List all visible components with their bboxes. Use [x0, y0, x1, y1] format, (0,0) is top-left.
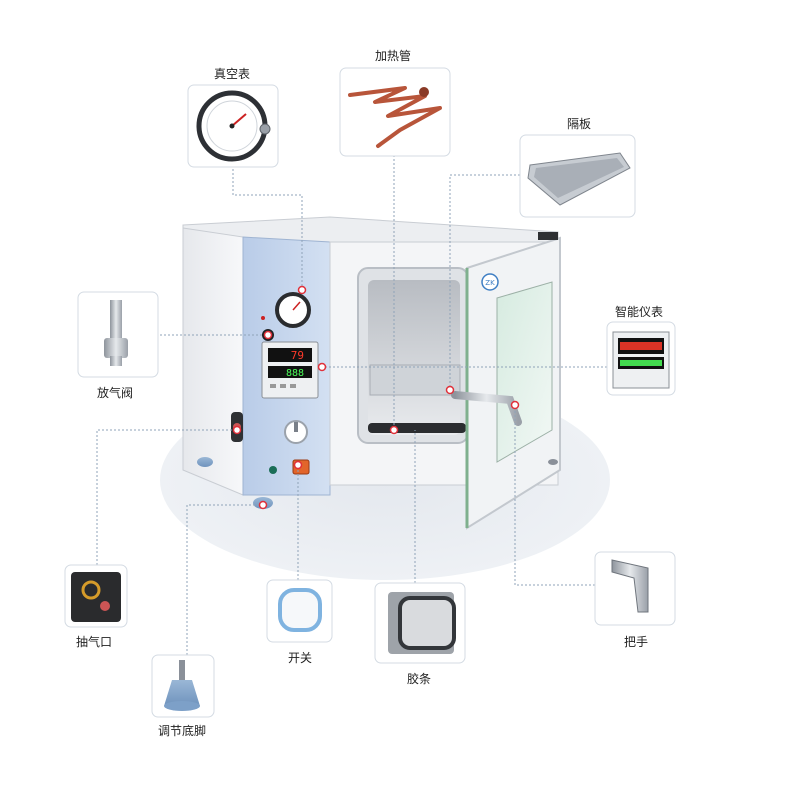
heating-tube-icon: [348, 86, 442, 148]
brand-logo: [481, 273, 499, 291]
label-suction-port: 抽气口: [76, 635, 113, 649]
label-shelf: 隔板: [567, 117, 592, 131]
door-glass: [496, 281, 553, 463]
label-gasket: 胶条: [407, 672, 432, 686]
callout-suction-port: [64, 564, 128, 628]
label-vent-valve: 放气阀: [97, 386, 134, 400]
door-handle[interactable]: [451, 391, 522, 426]
label-smart-meter: 智能仪表: [615, 305, 664, 319]
callout-vent-valve: [77, 291, 159, 378]
label-handle: 把手: [624, 635, 649, 649]
label-switch: 开关: [288, 651, 313, 665]
callout-handle: [594, 551, 676, 626]
handle-icon: [611, 559, 649, 613]
panel-display-bottom: 888: [286, 368, 304, 379]
callout-switch: [266, 579, 333, 643]
callout-vacuum-gauge: [187, 84, 279, 168]
callout-shelf: [519, 134, 636, 218]
oven-foot-left: [197, 457, 213, 467]
label-heating-tube: 加热管: [375, 49, 412, 63]
markers: [232, 285, 520, 510]
callout-adjustable-foot: [151, 654, 215, 718]
callout-smart-meter: [606, 321, 676, 396]
leader-lines: [96, 155, 607, 655]
vacuum-oven: ZK 79 888: [182, 216, 561, 530]
switch-icon: [278, 588, 322, 632]
brand-text: ZK: [485, 279, 495, 287]
power-indicator: [269, 466, 277, 474]
panel-display-top: 79: [291, 349, 304, 362]
label-vacuum-gauge: 真空表: [214, 67, 251, 81]
callout-gasket: [374, 582, 466, 664]
adjustable-foot-icon: [179, 660, 185, 680]
oven-left-side: [182, 227, 244, 496]
door-seal: [368, 423, 466, 433]
vent-valve-icon: [110, 300, 122, 340]
label-adjustable-foot: 调节底脚: [158, 724, 207, 738]
callout-heating-tube: [339, 67, 451, 157]
chamber-interior: [368, 280, 460, 435]
